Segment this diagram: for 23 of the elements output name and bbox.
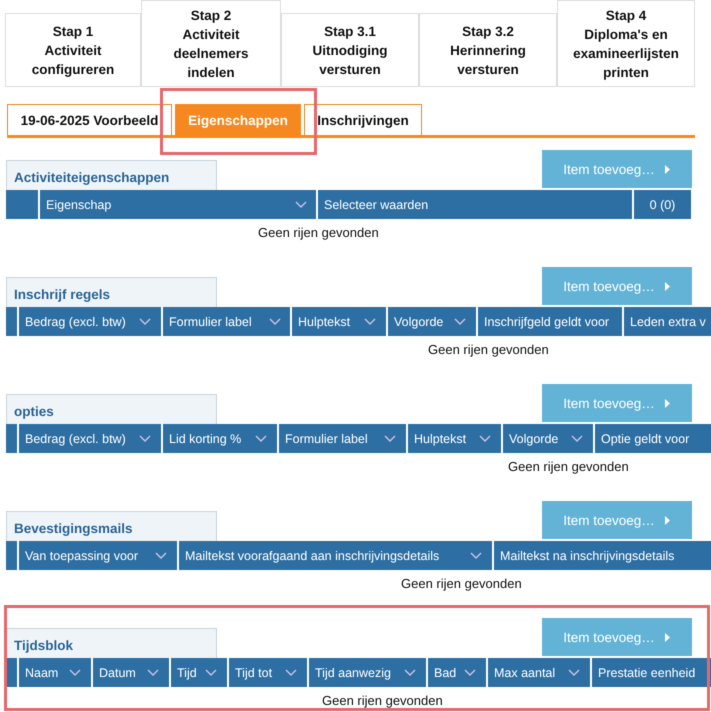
step-tab: Stap 3.2 Herinnering versturen (419, 13, 557, 87)
add-item-button: Item toevoeg… (542, 384, 692, 422)
step-tab: Stap 4 Diploma's en examineerlijsten printen (557, 0, 695, 87)
tab: 19-06-2025 Voorbeeld (7, 104, 172, 136)
tab: Eigenschappen (175, 104, 301, 136)
section-title: Inschrijf regels (6, 277, 217, 307)
empty-table-message: Geen rijen gevonden (401, 576, 522, 593)
add-item-button: Item toevoeg… (542, 501, 692, 539)
add-item-button: Item toevoeg… (542, 267, 692, 305)
add-item-button: Item toevoeg… (542, 150, 692, 188)
section-title: opties (6, 394, 217, 424)
step-tab: Stap 1 Activiteit configureren (5, 13, 141, 87)
tab: Inschrijvingen (304, 104, 422, 136)
add-item-button: Item toevoeg… (542, 618, 692, 656)
empty-table-message: Geen rijen gevonden (508, 459, 629, 476)
step-tab: Stap 2 Activiteit deelnemers indelen (141, 0, 281, 87)
empty-table-message: Geen rijen gevonden (428, 342, 549, 359)
section-title: Bevestigingsmails (6, 511, 217, 541)
section-title: Tijdsblok (6, 628, 217, 658)
step-tab: Stap 3.1 Uitnodiging versturen (281, 13, 419, 87)
section-title: Activiteiteigenschappen (6, 160, 217, 190)
empty-table-message: Geen rijen gevonden (322, 693, 443, 710)
empty-table-message: Geen rijen gevonden (258, 225, 379, 242)
